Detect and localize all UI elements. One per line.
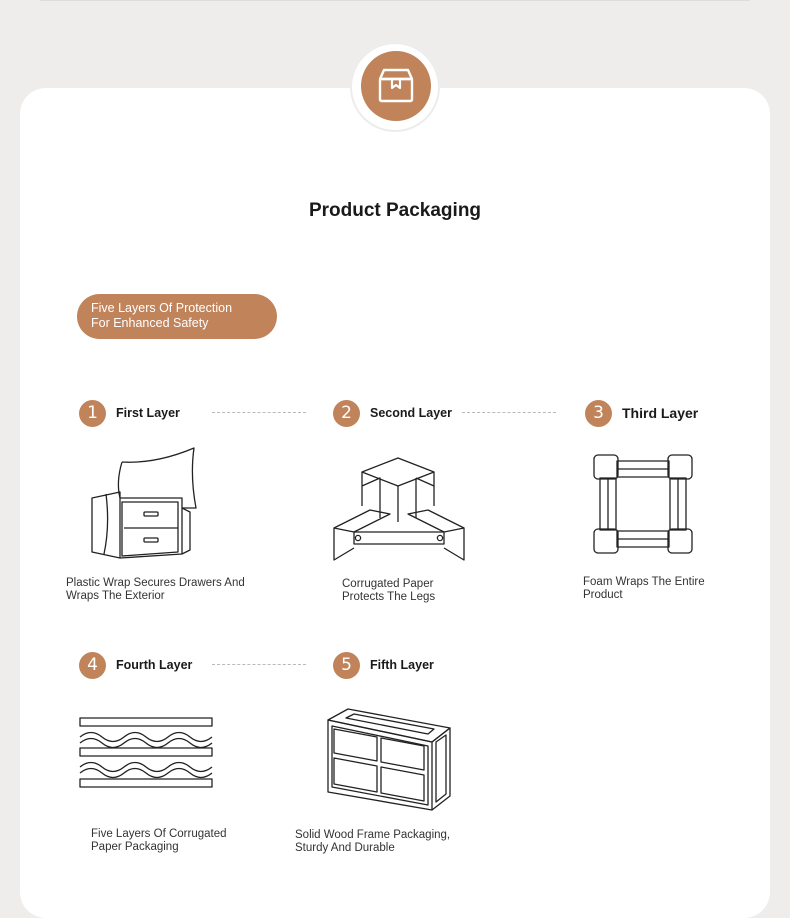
box-badge — [361, 51, 431, 121]
corrugated-layers-icon — [79, 717, 213, 788]
layer-1-label: First Layer — [116, 406, 180, 420]
layer-4-caption-line-1: Five Layers Of Corrugated — [91, 828, 227, 840]
layer-3-caption-line-1: Foam Wraps The Entire — [583, 576, 705, 588]
layer-3-label: Third Layer — [622, 405, 699, 421]
layer-2-number: 2 — [333, 399, 360, 427]
protection-line-2: For Enhanced Safety — [91, 316, 209, 330]
layer-4-caption: Five Layers Of Corrugated Paper Packagin… — [91, 828, 227, 854]
layer-4-caption-line-2: Paper Packaging — [91, 841, 179, 853]
box-icon — [378, 68, 414, 103]
layer-2-label: Second Layer — [370, 406, 452, 420]
layer-2-caption-line-2: Protects The Legs — [342, 591, 436, 603]
layer-3-caption-line-2: Product — [583, 589, 623, 601]
layer-5-heading: 5 Fifth Layer — [333, 651, 434, 679]
protection-line-1: Five Layers Of Protection — [91, 301, 233, 315]
packaging-card — [20, 88, 770, 918]
protection-badge: Five Layers Of Protection For Enhanced S… — [77, 294, 277, 339]
layer-1-heading: 1 First Layer — [79, 399, 180, 427]
layer-4-heading: 4 Fourth Layer — [79, 651, 192, 679]
plastic-wrapped-cabinet-icon — [91, 447, 197, 559]
layer-5-number: 5 — [333, 651, 360, 679]
top-divider — [40, 0, 750, 1]
layer-3-caption: Foam Wraps The Entire Product — [583, 576, 705, 602]
connector-4-5 — [212, 664, 306, 665]
layer-2-heading: 2 Second Layer — [333, 399, 452, 427]
layer-1-caption-line-2: Wraps The Exterior — [66, 590, 165, 602]
layer-5-label: Fifth Layer — [370, 658, 434, 672]
layer-3-heading: 3 Third Layer — [585, 399, 698, 427]
layer-4-number: 4 — [79, 651, 106, 679]
wood-frame-crate-icon — [327, 708, 451, 811]
layer-5-caption: Solid Wood Frame Packaging, Sturdy And D… — [295, 829, 450, 855]
corrugated-corner-protector-icon — [333, 457, 465, 561]
foam-corner-frame-icon — [593, 454, 693, 554]
layer-2-caption: Corrugated Paper Protects The Legs — [342, 578, 435, 604]
layer-5-caption-line-2: Sturdy And Durable — [295, 842, 395, 854]
layer-4-label: Fourth Layer — [116, 658, 193, 672]
layer-1-caption: Plastic Wrap Secures Drawers And Wraps T… — [66, 577, 245, 603]
layer-3-number: 3 — [585, 399, 612, 427]
layer-2-caption-line-1: Corrugated Paper — [342, 578, 434, 590]
layer-5-caption-line-1: Solid Wood Frame Packaging, — [295, 829, 451, 841]
connector-2-3 — [462, 412, 556, 413]
page-title: Product Packaging — [308, 200, 482, 221]
connector-1-2 — [212, 412, 306, 413]
layer-1-caption-line-1: Plastic Wrap Secures Drawers And — [66, 577, 245, 589]
layer-1-number: 1 — [79, 399, 106, 427]
